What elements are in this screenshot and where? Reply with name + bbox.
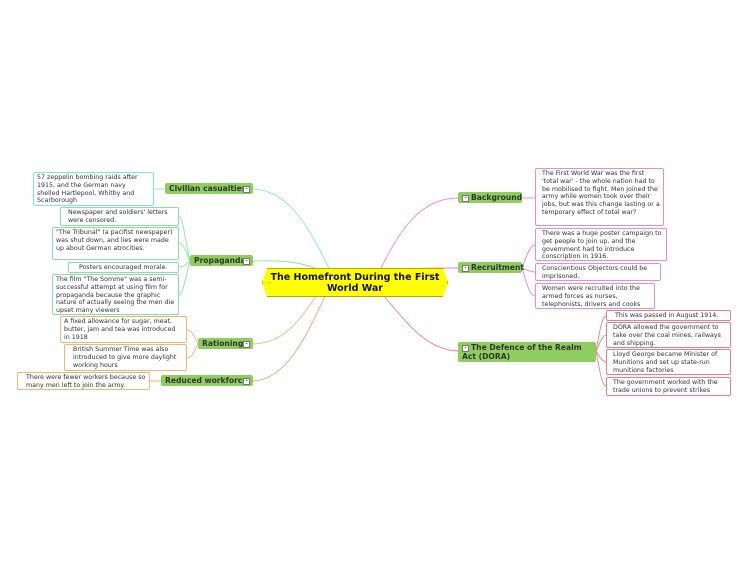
branch-dora[interactable]: -The Defence of the Realm Act (DORA)	[458, 342, 596, 362]
branch-propaganda[interactable]: Propaganda -	[190, 255, 253, 266]
leaf-workforce-1: There were fewer workers because so many…	[17, 372, 150, 390]
leaf-rationing-1: A fixed allowance for sugar, meat, butte…	[60, 316, 187, 343]
leaf-recruitment-2: Conscientious Objectors could be impriso…	[535, 263, 661, 281]
collapse-icon[interactable]: -	[243, 186, 250, 193]
leaf-recruitment-1: There was a huge poster campaign to get …	[535, 228, 667, 261]
leaf-propaganda-2: "The Tribunal" (a pacifist newspaper) wa…	[52, 227, 179, 260]
collapse-icon[interactable]: -	[243, 378, 250, 385]
central-topic-title: The Homefront During the First World War	[270, 271, 440, 294]
link-workforce	[252, 293, 327, 382]
leaf-dora-3: Lloyd George became Minister of Munition…	[606, 349, 731, 375]
leaf-civilian-1: 57 zeppelin bombing raids after 1915, an…	[33, 172, 154, 206]
branch-label: Background	[471, 193, 523, 202]
link-propaganda	[252, 260, 321, 271]
branch-recruitment[interactable]: -Recruitment	[458, 262, 524, 273]
leaf-propaganda-4: The film "The Somme" was a semi-successf…	[52, 274, 179, 315]
link-background	[379, 197, 459, 271]
leaf-dora-1: This was passed in August 1914.	[606, 310, 731, 321]
leaf-dora-2: DORA allowed the government to take over…	[606, 322, 731, 348]
branch-label: Reduced workforce	[165, 376, 248, 385]
leaf-propaganda-1: Newspaper and soldiers' letters were cen…	[60, 207, 179, 226]
branch-reduced-workforce[interactable]: Reduced workforce -	[161, 375, 253, 386]
branch-label: Recruitment	[471, 263, 524, 272]
collapse-icon[interactable]: -	[462, 344, 469, 352]
collapse-icon[interactable]: -	[462, 264, 469, 272]
central-topic[interactable]: The Homefront During the First World War	[262, 268, 448, 297]
branch-rationing[interactable]: Rationing -	[198, 338, 253, 349]
link-rationing	[252, 292, 319, 345]
collapse-icon[interactable]: -	[462, 194, 469, 202]
link-dora	[381, 293, 459, 352]
branch-label: The Defence of the Realm Act (DORA)	[462, 343, 582, 361]
leaf-dora-4: The government worked with the trade uni…	[606, 377, 731, 396]
leaf-rationing-2: British Summer Time was also introduced …	[64, 344, 187, 371]
branch-background[interactable]: -Background	[458, 192, 522, 203]
branch-label: Civilian casualties	[169, 184, 247, 193]
collapse-icon[interactable]: -	[243, 258, 250, 265]
branch-civilian-casualties[interactable]: Civilian casualties -	[165, 183, 253, 194]
leaf-background-1: The First World War was the first 'total…	[535, 168, 664, 226]
branch-label: Propaganda	[194, 256, 246, 265]
leaf-propaganda-3: Posters encouraged morale.	[68, 262, 179, 273]
link-civilian	[252, 188, 331, 271]
collapse-icon[interactable]: -	[243, 341, 250, 348]
leaf-recruitment-3: Women were recruited into the armed forc…	[535, 283, 655, 309]
collapse-handle[interactable]: -	[268, 279, 271, 286]
branch-label: Rationing	[202, 339, 244, 348]
